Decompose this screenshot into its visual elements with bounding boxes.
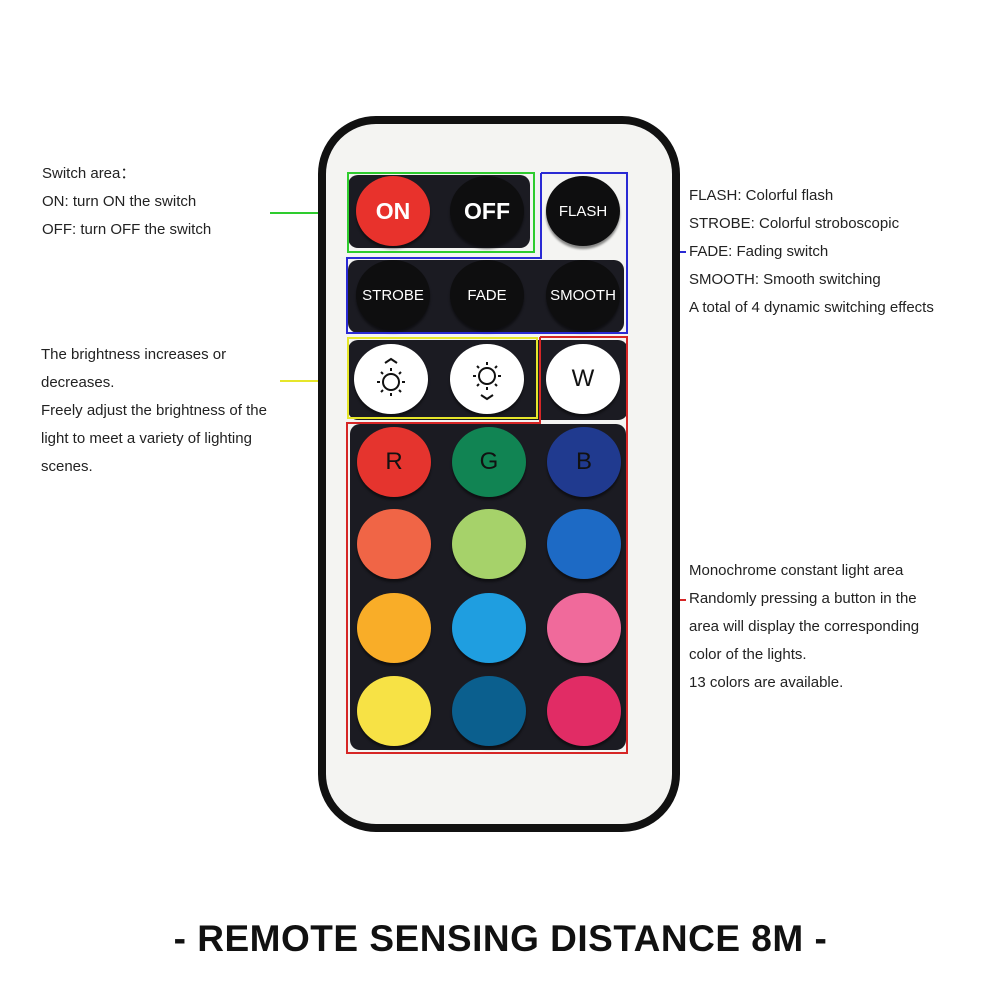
note-line: light to meet a variety of lighting: [41, 430, 252, 447]
effects-note: FLASH: Colorful flash STROBE: Colorful s…: [689, 182, 934, 322]
green-button-label: G: [479, 448, 499, 475]
footer-title: - REMOTE SENSING DISTANCE 8M -: [173, 918, 828, 959]
flash-button-label: FLASH: [558, 202, 608, 220]
magenta-button[interactable]: [547, 676, 621, 746]
blue-button[interactable]: B: [547, 427, 621, 497]
switch-area-frame: [347, 172, 535, 253]
green-button[interactable]: G: [452, 427, 526, 497]
off-button[interactable]: OFF: [450, 176, 524, 246]
note-line: SMOOTH: Smooth switching: [689, 271, 881, 288]
note-line: Switch area：: [42, 165, 136, 182]
brightness-up-button[interactable]: [354, 344, 428, 414]
white-light-button[interactable]: W: [546, 344, 620, 414]
red-button-label: R: [385, 448, 403, 475]
note-line: Monochrome constant light area: [689, 562, 904, 579]
sky-blue-button[interactable]: [452, 593, 526, 663]
orange-red-button[interactable]: [357, 509, 431, 579]
flash-button[interactable]: FLASH: [546, 176, 620, 246]
brightness-leader-line: [280, 380, 348, 382]
note-line: 13 colors are available.: [689, 674, 844, 691]
smooth-button-label: SMOOTH: [550, 286, 616, 304]
yellow-button[interactable]: [357, 676, 431, 746]
note-line: STROBE: Colorful stroboscopic: [689, 215, 900, 232]
light-green-button[interactable]: [452, 509, 526, 579]
note-line: A total of 4 dynamic switching effects: [689, 299, 934, 316]
brightness-up-icon: [377, 357, 405, 396]
medium-blue-button[interactable]: [547, 509, 621, 579]
brightness-down-icon: [473, 362, 501, 401]
note-line: Randomly pressing a button in the: [689, 590, 917, 607]
strobe-button-label: STROBE: [362, 286, 424, 304]
pink-button[interactable]: [547, 593, 621, 663]
fade-button-label: FADE: [467, 286, 507, 304]
note-line: color of the lights.: [689, 646, 807, 663]
note-line: Freely adjust the brightness of the: [41, 402, 267, 419]
red-button[interactable]: R: [357, 427, 431, 497]
note-line: OFF: turn OFF the switch: [42, 221, 212, 238]
fade-button[interactable]: FADE: [450, 260, 524, 330]
note-line: ON: turn ON the switch: [42, 193, 197, 210]
orange-button[interactable]: [357, 593, 431, 663]
white-button-label: W: [571, 365, 595, 392]
note-line: decreases.: [41, 374, 115, 391]
note-line: FADE: Fading switch: [689, 243, 829, 260]
dark-blue-button[interactable]: [452, 676, 526, 746]
off-button-label: OFF: [464, 197, 510, 224]
strobe-button[interactable]: STROBE: [356, 260, 430, 330]
blue-button-label: B: [575, 448, 592, 475]
smooth-button[interactable]: SMOOTH: [546, 260, 620, 330]
switch-area-note: Switch area： ON: turn ON the switch OFF:…: [42, 160, 211, 244]
note-line: The brightness increases or: [41, 346, 227, 363]
note-line: area will display the corresponding: [689, 618, 920, 635]
brightness-area-frame: [347, 337, 538, 419]
brightness-down-button[interactable]: [450, 344, 524, 414]
switch-leader-line: [270, 212, 348, 214]
note-line: scenes.: [41, 458, 93, 475]
monochrome-note: Monochrome constant light area Randomly …: [689, 557, 919, 697]
on-button[interactable]: ON: [356, 176, 430, 246]
note-line: FLASH: Colorful flash: [689, 187, 834, 204]
on-button-label: ON: [375, 197, 411, 224]
brightness-note: The brightness increases or decreases. F…: [41, 341, 267, 481]
